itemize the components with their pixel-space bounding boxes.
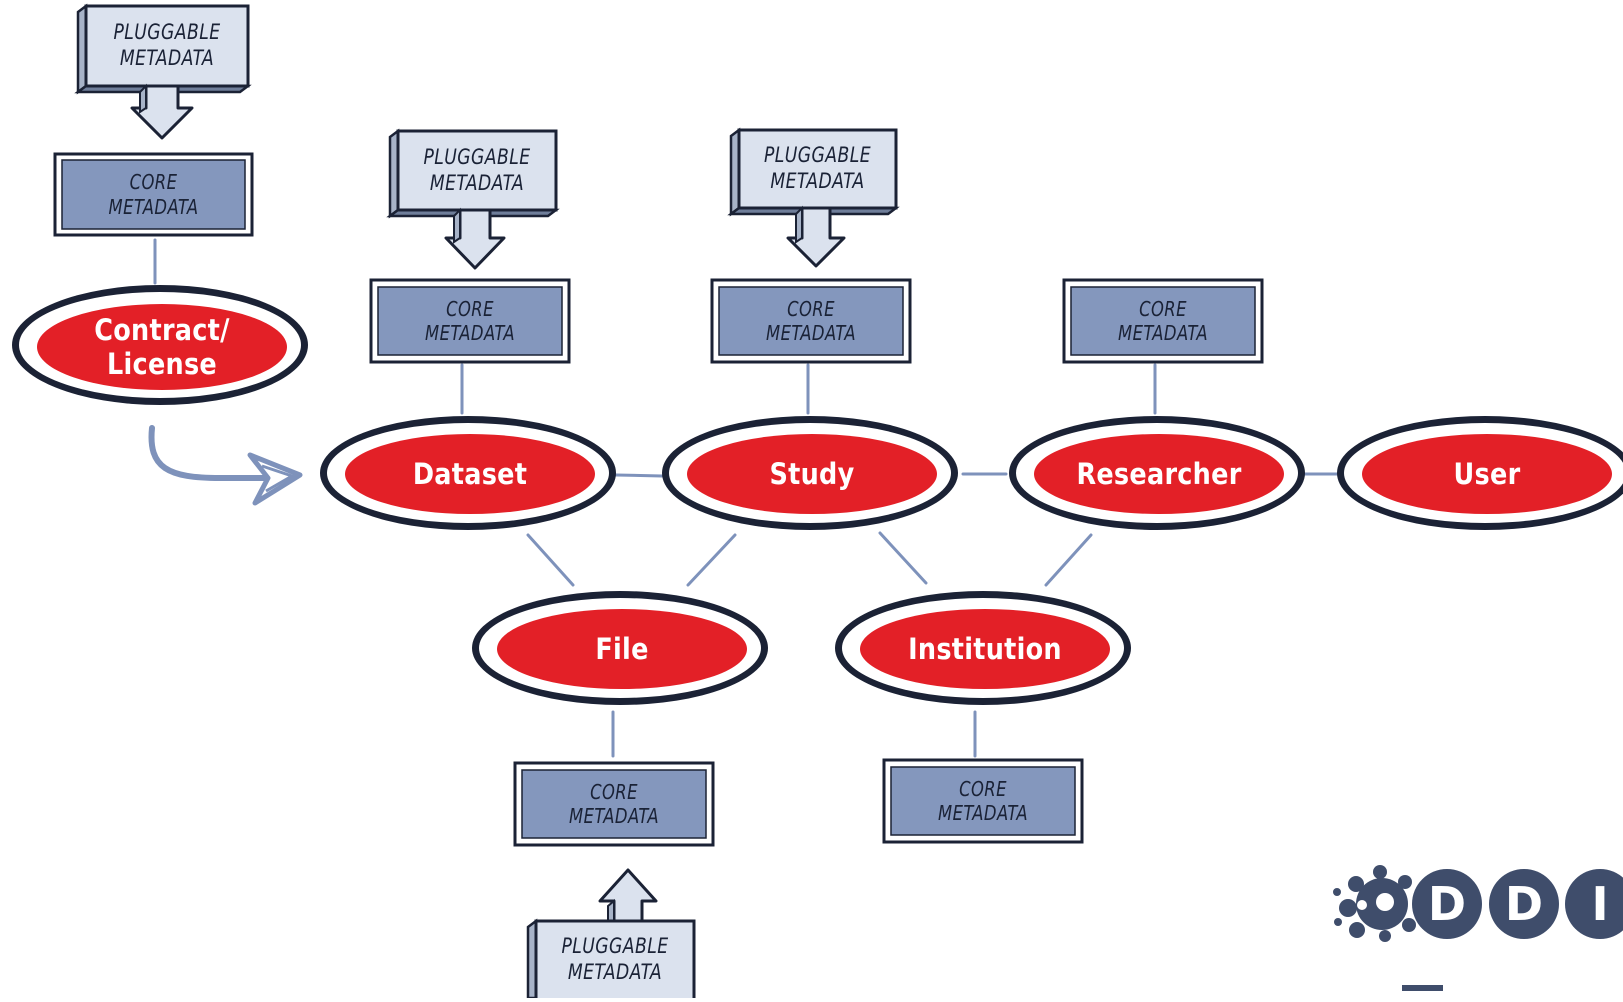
core-label-institution: CORE METADATA xyxy=(938,776,1028,825)
ddi-logo: D D I xyxy=(1333,865,1623,991)
entity-dataset xyxy=(320,416,616,530)
entity-label-file: File xyxy=(595,631,649,666)
entity-contract xyxy=(12,285,308,405)
pluggable-box-dataset xyxy=(386,128,560,270)
entity-label-researcher: Researcher xyxy=(1076,456,1242,491)
entity-ellipses xyxy=(12,285,1623,705)
core-label-study: CORE METADATA xyxy=(766,296,856,345)
logo-letter-d2: D xyxy=(1505,877,1543,931)
core-box-dataset xyxy=(369,278,571,364)
pluggable-label-study: PLUGGABLE METADATA xyxy=(763,143,872,193)
entity-label-institution: Institution xyxy=(908,631,1062,666)
pluggable-box-study xyxy=(727,127,900,268)
pluggable-label-file: PLUGGABLE METADATA xyxy=(561,933,669,984)
entity-label-contract: Contract/ License xyxy=(94,312,230,381)
core-label-file: CORE METADATA xyxy=(569,779,659,828)
entity-label-study: Study xyxy=(769,456,855,491)
entity-label-dataset: Dataset xyxy=(412,456,528,491)
pluggable-box-file xyxy=(526,868,696,1002)
connector-study-file xyxy=(686,533,737,587)
connector-researcher-institution xyxy=(1044,533,1093,587)
logo-underline xyxy=(1402,985,1443,991)
logo-circle-i xyxy=(1565,869,1623,939)
connector-dataset-file xyxy=(526,533,575,587)
core-box-institution xyxy=(882,758,1084,844)
core-label-researcher: CORE METADATA xyxy=(1118,296,1208,345)
entity-user xyxy=(1337,416,1623,530)
curved-arrow xyxy=(148,425,303,506)
entity-researcher xyxy=(1009,416,1305,530)
pluggable-label-contract: PLUGGABLE METADATA xyxy=(113,20,221,70)
core-boxes xyxy=(53,152,1264,847)
core-box-study xyxy=(710,278,912,364)
core-box-file xyxy=(513,761,715,847)
pluggable-label-dataset: PLUGGABLE METADATA xyxy=(423,144,531,195)
logo-circle-d1 xyxy=(1412,869,1482,939)
core-label-dataset: CORE METADATA xyxy=(425,296,515,345)
core-box-researcher xyxy=(1062,278,1264,364)
core-box-contract xyxy=(53,152,254,237)
entity-institution xyxy=(835,591,1131,705)
logo-letter-d1: D xyxy=(1428,877,1466,931)
entity-study xyxy=(662,416,958,530)
entity-file xyxy=(472,591,768,705)
entity-label-user: User xyxy=(1453,456,1521,491)
logo-letter-i: I xyxy=(1591,877,1608,931)
gear-icon xyxy=(1333,865,1416,942)
pluggable-box-contract xyxy=(74,3,252,140)
core-label-contract: CORE METADATA xyxy=(108,170,199,219)
connector-dataset-study xyxy=(614,473,664,478)
connector-lines xyxy=(153,238,1339,758)
logo-circle-d2 xyxy=(1489,869,1559,939)
connector-study-institution xyxy=(878,531,928,585)
